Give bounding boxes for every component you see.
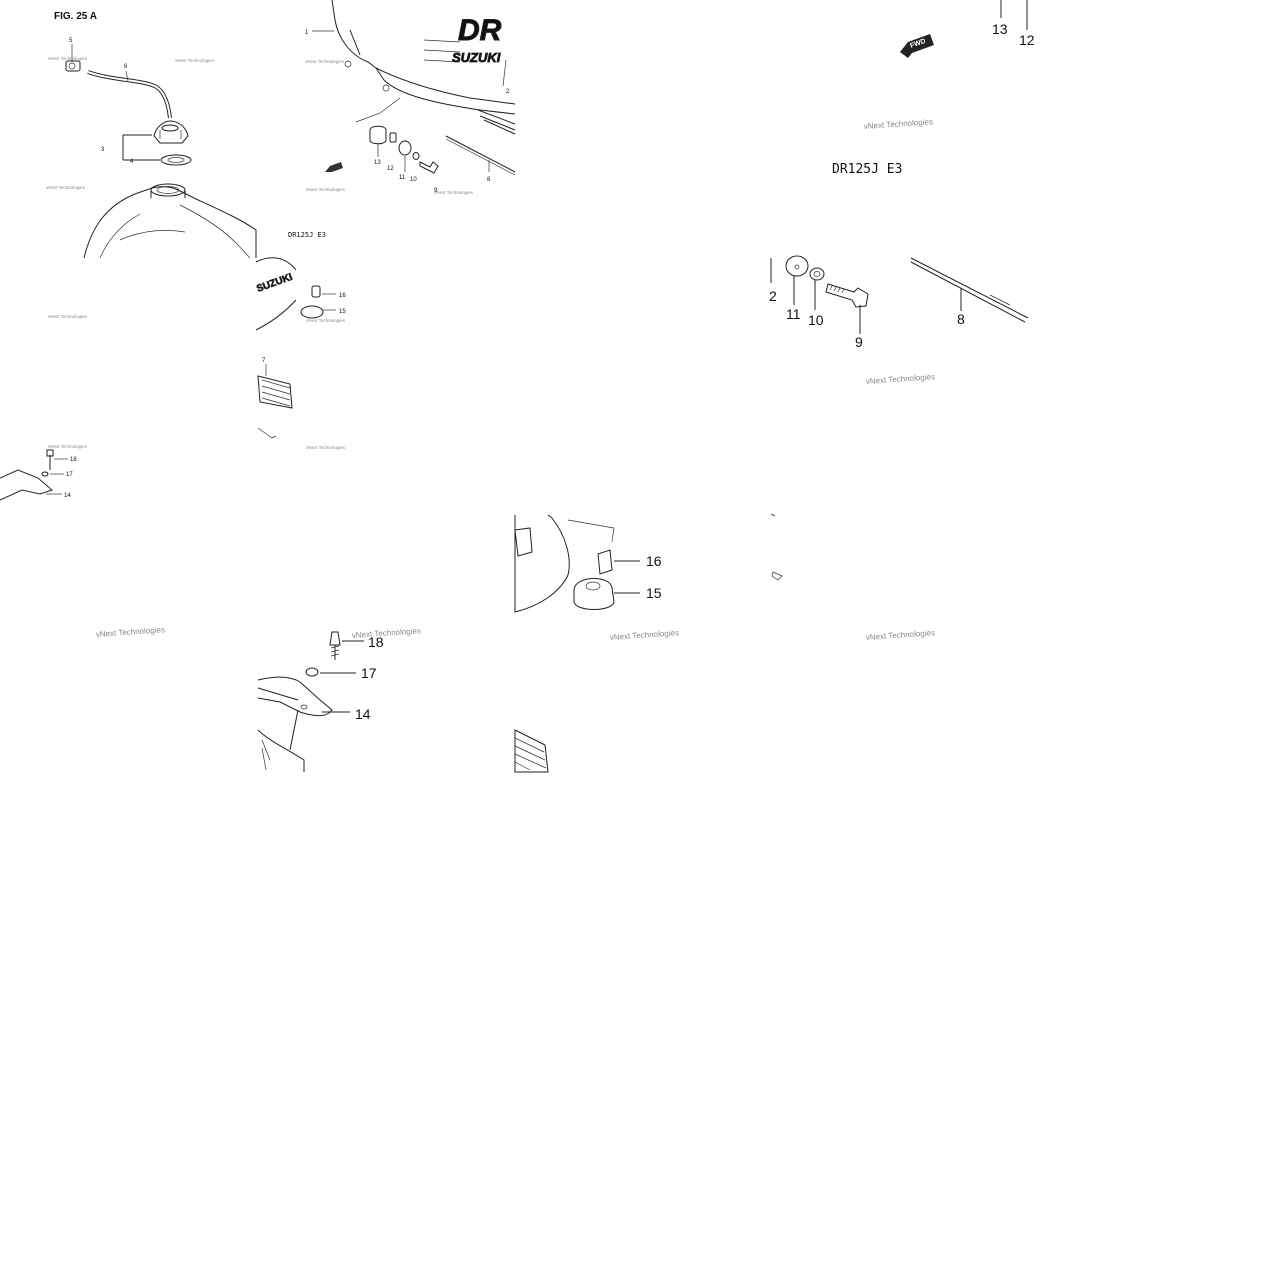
watermark: vNext Technologies [306, 445, 346, 450]
filler-cap [153, 120, 189, 144]
detail-part-18: 18 [368, 634, 384, 650]
detail-part-12: 12 [1019, 32, 1035, 48]
hose-clip [65, 60, 81, 72]
watermark: vNext Technologies [48, 314, 88, 319]
watermark: vNext Technologies [175, 58, 215, 63]
watermark: vNext Technologies [46, 185, 86, 190]
part-number-13: 13 [374, 160, 381, 166]
watermark: vNext Technologies [96, 625, 166, 639]
grille-fragment [514, 729, 549, 773]
detail-part-2: 2 [769, 288, 777, 304]
watermark: vNext Technologies [610, 628, 680, 642]
side-cover-strip [445, 109, 516, 176]
watermark-group: vNext Technologies vNext Technologies vN… [46, 56, 935, 642]
watermark: vNext Technologies [866, 628, 936, 642]
detail-part-10: 10 [808, 312, 824, 328]
part-number-7: 7 [262, 358, 266, 364]
part-number-3: 3 [101, 147, 105, 153]
detail-part-14: 14 [355, 706, 371, 722]
part-number-14: 14 [64, 493, 71, 499]
watermark: vNext Technologies [866, 372, 936, 386]
part-number-1: 1 [305, 30, 309, 36]
part-number-4: 4 [130, 159, 134, 165]
part-number-16: 16 [339, 293, 346, 299]
fwd-arrow-icon: FWD [900, 34, 934, 58]
part-number-8: 8 [487, 177, 491, 183]
cushion-small [300, 305, 324, 319]
part-number-10: 10 [410, 177, 417, 183]
watermark: vNext Technologies [305, 59, 345, 64]
detail-part-9: 9 [855, 334, 863, 350]
detail-part-16: 16 [646, 553, 662, 569]
detail-part-11: 11 [786, 306, 801, 322]
watermark: vNext Technologies [48, 56, 88, 61]
part-number-6: 6 [124, 64, 128, 70]
bracket-detail [257, 631, 341, 772]
detail-part-8: 8 [957, 311, 965, 327]
part-number-9: 9 [434, 188, 438, 194]
watermark: vNext Technologies [306, 318, 346, 323]
detail-part-13: 13 [992, 21, 1008, 37]
model-caption: DR125J E3 [832, 162, 902, 177]
watermark: vNext Technologies [352, 626, 422, 640]
leader-3-4 [122, 134, 160, 161]
breather-hose [87, 70, 172, 119]
tank-emblem-top: DR SUZUKI [331, 0, 516, 115]
mount-detail [514, 514, 615, 613]
tank-logo-suzuki: SUZUKI [452, 50, 501, 65]
watermark: vNext Technologies [434, 190, 474, 195]
part-number-5: 5 [69, 38, 73, 44]
fuel-tank-left [83, 183, 257, 259]
detail-part-15: 15 [646, 585, 662, 601]
mount-hardware-small [369, 125, 439, 174]
part-number-2: 2 [506, 89, 510, 95]
grille-small [257, 375, 293, 409]
figure-label: FIG. 25 A [54, 11, 97, 22]
detail-part-17: 17 [361, 665, 377, 681]
tank-side-emblem-small: SUZUKI [255, 257, 297, 331]
part-number-12: 12 [387, 166, 394, 172]
part-number-15: 15 [339, 309, 346, 315]
collar-small [311, 285, 321, 298]
hardware-detail [770, 255, 1029, 323]
model-caption-small: DR125J E3 [288, 231, 326, 239]
clip-small [257, 427, 277, 439]
part-number-11: 11 [399, 175, 406, 181]
part-number-17: 17 [66, 472, 73, 478]
cap-gasket [160, 154, 192, 166]
bracket-small [0, 449, 54, 501]
svg-text:SUZUKI: SUZUKI [255, 272, 294, 295]
part-number-18: 18 [70, 457, 77, 463]
watermark: vNext Technologies [864, 117, 934, 131]
fwd-arrow-small-icon [325, 162, 343, 172]
watermark: vNext Technologies [306, 187, 346, 192]
watermark: vNext Technologies [48, 444, 88, 449]
tank-logo-dr: DR [458, 14, 502, 47]
